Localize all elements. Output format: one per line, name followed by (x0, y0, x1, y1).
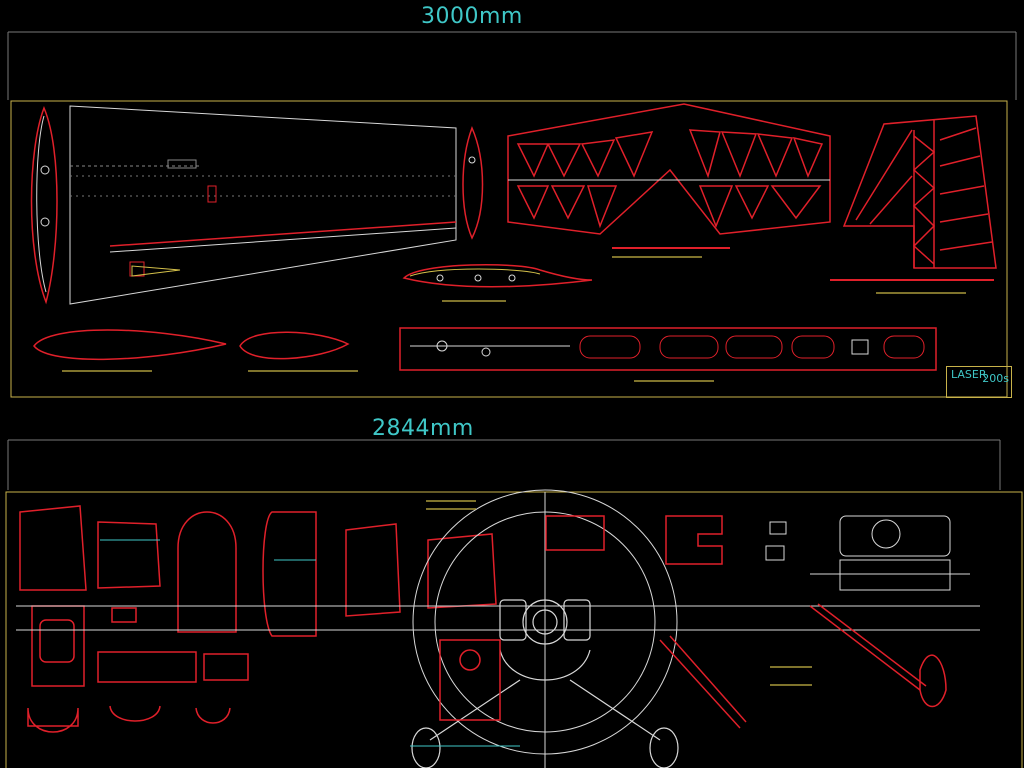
fuselage-formers (19, 505, 497, 733)
wing-root-rib (30, 105, 58, 305)
title-block-name: LASER (951, 368, 987, 381)
title-block: LASER 200s (946, 366, 1012, 398)
top-annotations (62, 256, 966, 382)
top-span-dimension: 3000mm (421, 4, 523, 29)
construction-lines (16, 489, 980, 768)
title-block-model: 200s (982, 372, 1009, 385)
cowl-details (439, 515, 947, 729)
airfoil-section (402, 264, 593, 288)
wing-tip-rib (462, 126, 484, 240)
top-sheet-frame (10, 100, 1008, 398)
aileron-profile-2 (239, 331, 350, 360)
top-sheet (7, 31, 1017, 398)
stabilizer-truss (507, 103, 831, 235)
engine-plan-view (765, 515, 970, 591)
engine-icon (411, 599, 679, 768)
top-dimension-line (7, 31, 1017, 100)
vertical-fin (830, 115, 997, 281)
root-rib-insert (131, 265, 181, 277)
bottom-sheet (5, 439, 1023, 768)
bottom-dimension-line (7, 439, 1001, 490)
bottom-span-dimension: 2844mm (372, 416, 474, 441)
bottom-dimension-marks (100, 539, 520, 747)
bottom-annotations (426, 500, 812, 686)
main-spar (399, 327, 937, 371)
aileron-profile-1 (33, 329, 227, 361)
wing-panel (69, 105, 457, 305)
bottom-sheet-frame (5, 491, 1023, 768)
